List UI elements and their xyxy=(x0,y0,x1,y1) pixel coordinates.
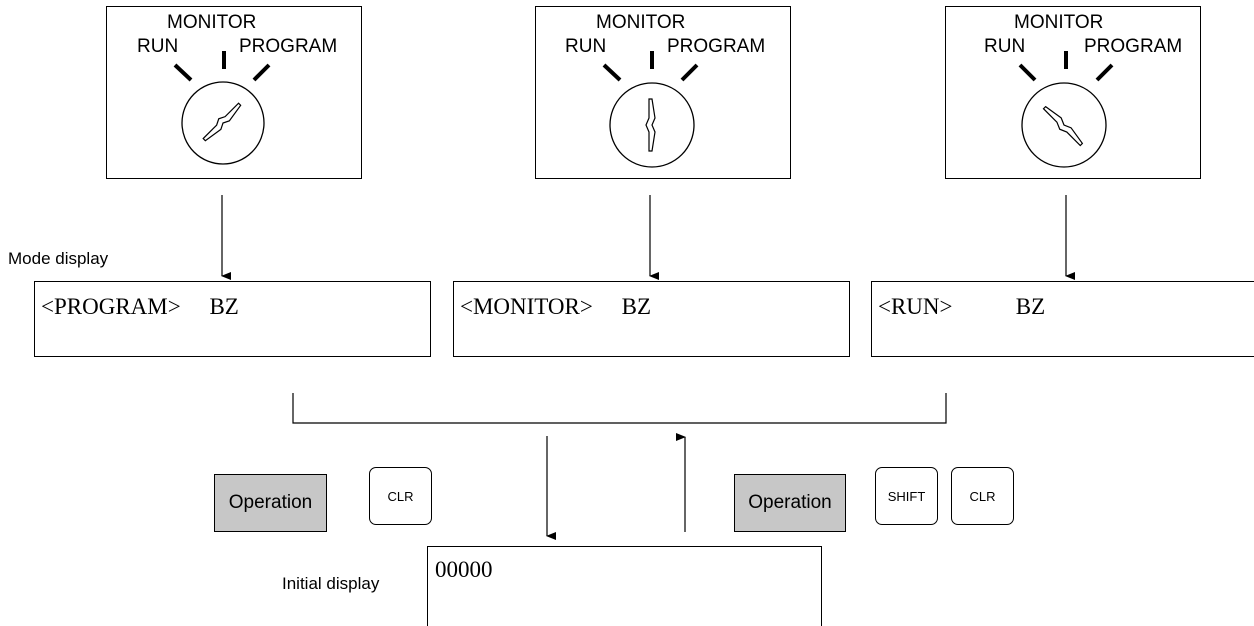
key-switch-icon[interactable] xyxy=(536,7,792,180)
operation-key[interactable]: Operation xyxy=(734,474,846,532)
mode-display-label: Mode display xyxy=(8,249,109,268)
monitor-label: MONITOR xyxy=(596,12,686,33)
display-text: <RUN> BZ xyxy=(878,294,1046,319)
key-switch-icon[interactable] xyxy=(946,7,1202,180)
bracket-line xyxy=(292,393,947,424)
operation-key[interactable]: Operation xyxy=(214,474,327,532)
initial-display-label: Initial display xyxy=(282,574,380,593)
shift-key[interactable]: SHIFT xyxy=(875,467,938,525)
display-text: <MONITOR> BZ xyxy=(460,294,651,319)
monitor-label: MONITOR xyxy=(1014,12,1104,33)
run-label: RUN xyxy=(137,36,179,57)
program-label: PROGRAM xyxy=(1084,36,1183,57)
mode-switch-panel-monitor: MONITOR RUN PROGRAM xyxy=(535,6,791,179)
display-text: <PROGRAM> BZ xyxy=(41,294,239,319)
program-label: PROGRAM xyxy=(239,36,338,57)
run-label: RUN xyxy=(565,36,607,57)
initial-display: 00000 xyxy=(427,546,822,626)
clr-key[interactable]: CLR xyxy=(369,467,432,525)
mode-display-monitor: <MONITOR> BZ xyxy=(453,281,850,357)
key-switch-icon[interactable] xyxy=(107,7,363,180)
mode-display-run: <RUN> BZ xyxy=(871,281,1254,357)
display-text: 00000 xyxy=(435,557,493,582)
clr-key[interactable]: CLR xyxy=(951,467,1014,525)
monitor-label: MONITOR xyxy=(167,12,257,33)
mode-display-program: <PROGRAM> BZ xyxy=(34,281,431,357)
program-label: PROGRAM xyxy=(667,36,766,57)
mode-switch-panel-run: MONITOR RUN PROGRAM xyxy=(945,6,1201,179)
mode-switch-panel-program: MONITOR RUN PROGRAM xyxy=(106,6,362,179)
run-label: RUN xyxy=(984,36,1026,57)
